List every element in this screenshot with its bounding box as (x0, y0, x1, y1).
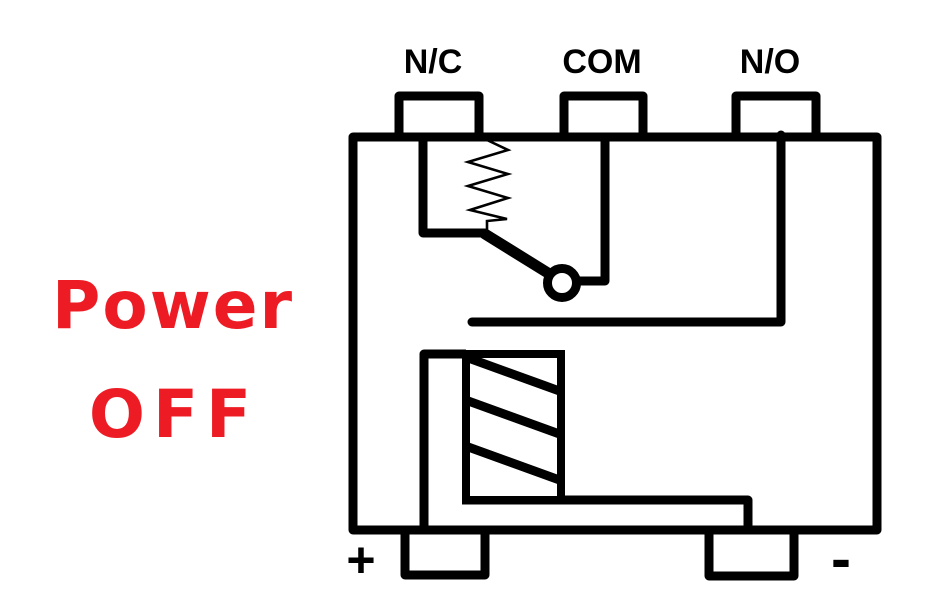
no-armature-bar (467, 130, 786, 327)
power-state-label-line1: Power (52, 267, 294, 344)
relay-body-outline (348, 132, 882, 535)
coil-winding-hatch (470, 358, 557, 484)
polarity-label-minus: - (831, 525, 851, 592)
coil-hatch-line (470, 442, 557, 484)
return-spring-icon (463, 138, 513, 232)
coil-bracket-left (419, 349, 466, 530)
terminal-tab-no (731, 91, 821, 141)
terminal-label-com: COM (562, 43, 641, 81)
terminal-label-nc: N/C (404, 43, 463, 81)
contact-pivot-circle (543, 264, 581, 302)
terminal-label-no: N/O (740, 43, 800, 81)
power-state-label-line2: OFF (89, 376, 259, 453)
coil-hatch-line (470, 396, 557, 438)
polarity-label-plus: + (346, 532, 375, 588)
com-branch-wire (579, 135, 610, 286)
terminal-tab-plus (400, 526, 490, 580)
coil-hatch-line (470, 358, 557, 395)
movable-contact-arm (479, 228, 562, 284)
terminal-tab-minus (704, 526, 799, 581)
terminal-tab-com (559, 91, 648, 141)
nc-branch-wire (418, 135, 485, 238)
terminal-tab-nc (394, 91, 484, 141)
